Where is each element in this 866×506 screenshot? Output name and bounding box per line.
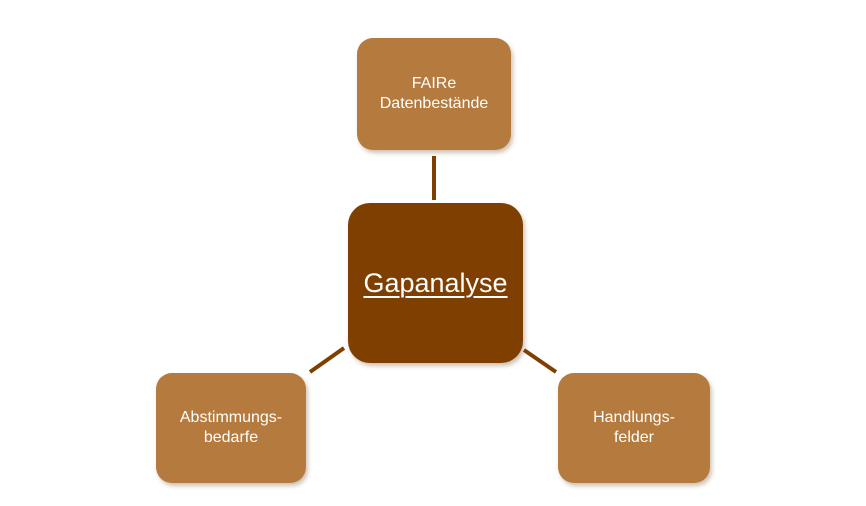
node-label-line: Datenbestände: [379, 95, 489, 112]
node-label-line: Handlungs-: [593, 409, 675, 426]
connector-left: [308, 346, 346, 374]
center-label: Gapanalyse: [363, 267, 508, 298]
node-label-line: bedarfe: [203, 429, 259, 446]
node-label-line: FAIRe: [411, 75, 457, 92]
node-label-line: felder: [613, 429, 655, 446]
node-gapanalyse[interactable]: Gapanalyse: [348, 203, 523, 363]
node-fair-datenbestaende[interactable]: FAIRe Datenbestände: [357, 38, 511, 150]
node-abstimmungsbedarfe[interactable]: Abstimmungs- bedarfe: [156, 373, 306, 483]
node-handlungsfelder[interactable]: Handlungs- felder: [558, 373, 710, 483]
connector-right: [522, 348, 558, 374]
node-label-line: Abstimmungs-: [179, 409, 283, 426]
